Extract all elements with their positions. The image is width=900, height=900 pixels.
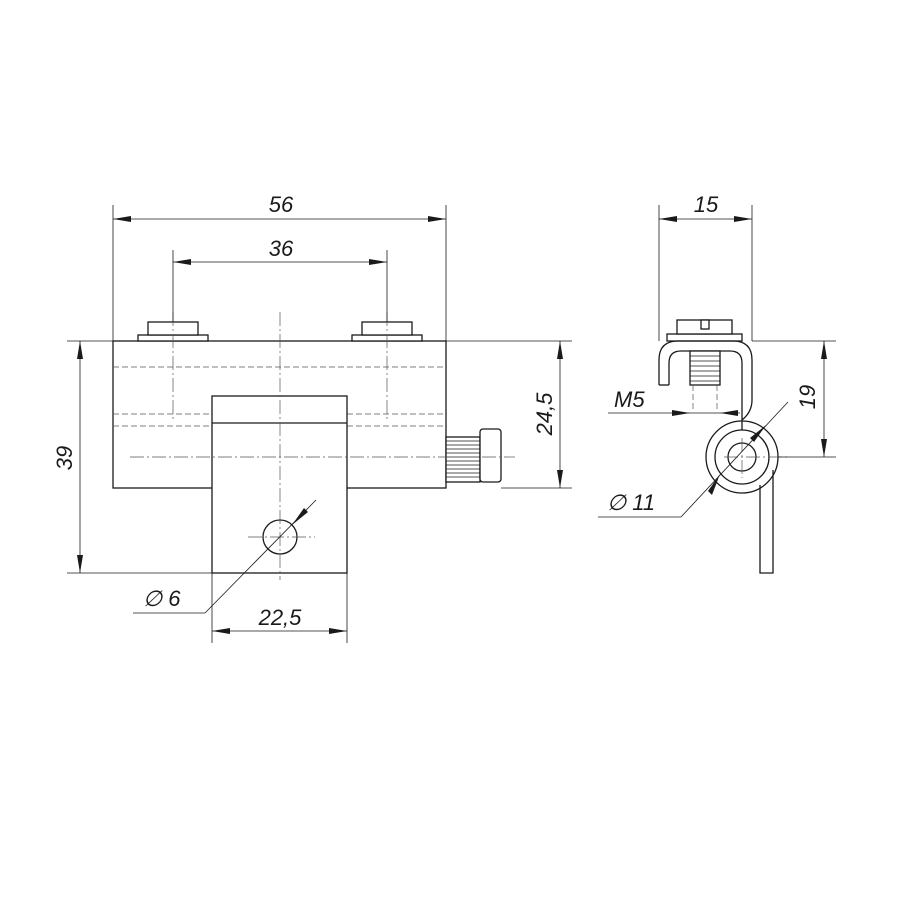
threaded-stud — [689, 350, 721, 386]
side-view: 15 M5 19 ∅ 11 — [598, 192, 836, 574]
dim-15: 15 — [694, 192, 719, 217]
dim-22-5: 22,5 — [258, 605, 303, 630]
front-view: 56 36 39 24,5 22,5 ∅ 6 — [52, 192, 572, 643]
dim-hole-6: ∅ 6 — [143, 586, 181, 611]
clip-tail — [759, 470, 774, 574]
dim-m5: M5 — [614, 387, 645, 412]
dim-24-5: 24,5 — [532, 392, 557, 437]
dim-hole-11: ∅ 11 — [607, 490, 655, 515]
knurled-screw — [445, 428, 502, 483]
dim-39: 39 — [52, 446, 77, 470]
clamp-block — [211, 395, 348, 574]
dim-56: 56 — [269, 192, 294, 217]
dim-19: 19 — [795, 385, 820, 409]
dim-36: 36 — [269, 236, 294, 261]
top-nut — [666, 319, 743, 342]
